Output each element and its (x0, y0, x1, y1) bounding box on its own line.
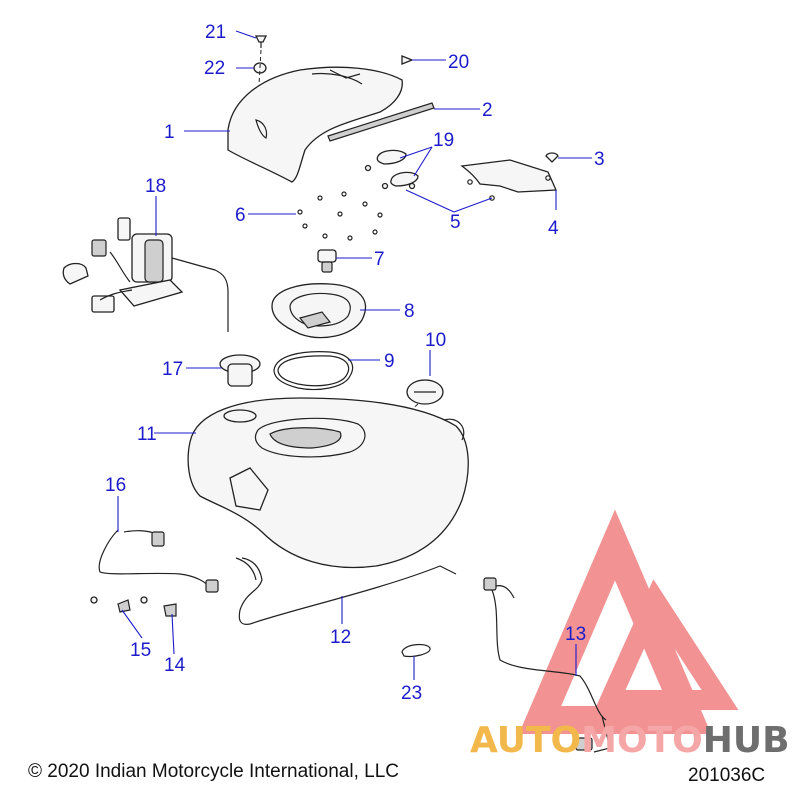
callout-1: 1 (164, 122, 175, 143)
callout-17: 17 (162, 359, 183, 380)
watermark-text: AUTOMOTOHUB (470, 720, 790, 761)
part-7-sender (317, 249, 337, 273)
callout-14: 14 (164, 655, 186, 676)
part-12-vent-tube (235, 557, 457, 625)
part-19-mounts (376, 149, 419, 187)
part-1-console-cover (227, 66, 403, 183)
callout-16: 16 (105, 475, 126, 496)
part-20-screw (401, 55, 414, 65)
part-2-trim-strip (327, 102, 435, 142)
part-23-clamp (401, 643, 431, 658)
part-6-nuts (297, 191, 383, 241)
copyright-text: © 2020 Indian Motorcycle International, … (28, 761, 399, 782)
part-21-screw (254, 35, 268, 48)
callout-7: 7 (374, 249, 385, 270)
callout-11: 11 (137, 424, 157, 445)
callout-12: 12 (330, 627, 351, 648)
watermark-moto: MOTO (581, 720, 703, 761)
part-10-fuel-gauge (406, 379, 444, 405)
callout-19: 19 (433, 130, 454, 151)
callout-15: 15 (130, 640, 151, 661)
part-11-fuel-tank (187, 397, 469, 569)
callout-2: 2 (482, 100, 493, 121)
callout-9: 9 (384, 351, 395, 372)
callout-4: 4 (548, 218, 559, 239)
part-15-clip (90, 596, 131, 613)
callout-22: 22 (204, 58, 225, 79)
part-4-bracket-plate (460, 159, 557, 201)
diagram-id: 201036C (688, 765, 765, 786)
callout-21: 21 (205, 22, 226, 43)
part-16-hose (98, 529, 219, 593)
callout-23: 23 (401, 683, 422, 704)
part-17-filler-cap (219, 354, 261, 387)
watermark-auto: AUTO (470, 720, 581, 761)
watermark-hub: HUB (703, 720, 790, 761)
callout-5: 5 (450, 212, 461, 233)
part-14-clip (140, 596, 177, 617)
callout-10: 10 (425, 330, 446, 351)
callout-20: 20 (448, 52, 469, 73)
callout-3: 3 (594, 149, 605, 170)
callout-13: 13 (565, 624, 586, 645)
part-9-gasket (273, 351, 354, 391)
leader-lines (117, 30, 592, 680)
part-18-fuel-pump (62, 217, 229, 332)
callout-18: 18 (145, 176, 166, 197)
watermark-logo (518, 509, 739, 734)
part-3-screw (545, 152, 559, 163)
part-13-hose (483, 577, 611, 753)
callout-8: 8 (404, 301, 415, 322)
part-8-pump-flange (271, 283, 367, 339)
callout-6: 6 (235, 205, 246, 226)
callout-labels: 21 22 20 1 2 19 3 18 6 5 4 7 8 10 17 9 1… (105, 22, 605, 704)
